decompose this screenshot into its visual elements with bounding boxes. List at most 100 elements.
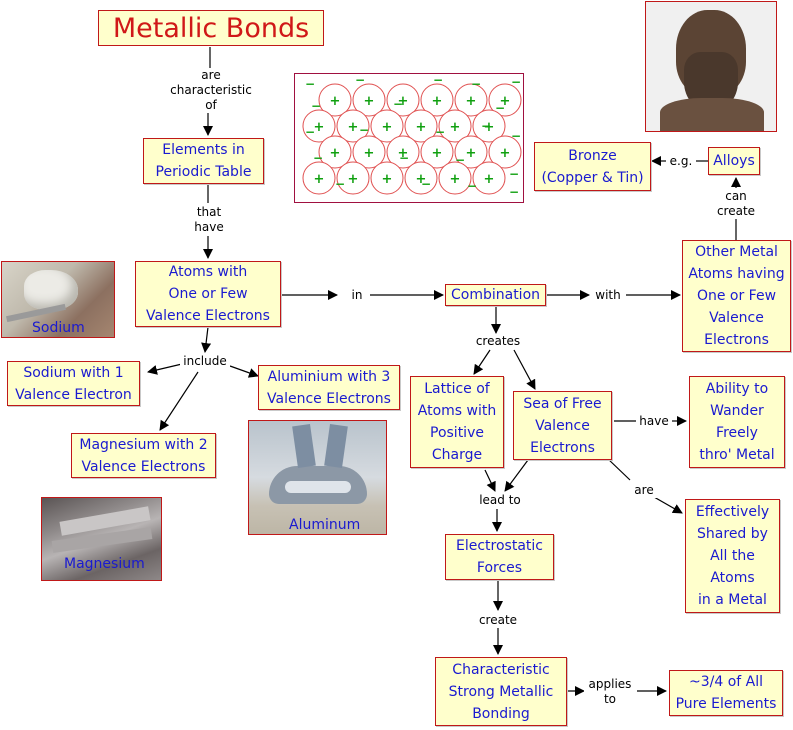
lattice-electron-sign: − — [305, 125, 315, 139]
connector-creates-lattice — [473, 349, 491, 375]
lattice-ion — [472, 109, 506, 143]
link-are: are — [630, 483, 658, 498]
electron-sea-lattice-image: ++++++++++++++++++++++++−−−−−−−−−−−−−−−−… — [294, 73, 524, 203]
lattice-ion — [352, 83, 386, 117]
connector-atoms-include — [201, 326, 212, 353]
node-other-metal-atoms: Other Metal Atoms having One or Few Vale… — [682, 240, 791, 352]
lattice-positive-sign: + — [500, 146, 511, 161]
lattice-electron-sign: − — [393, 97, 403, 111]
lattice-ion — [420, 135, 454, 169]
lattice-positive-sign: + — [398, 94, 409, 109]
lattice-electron-sign: − — [433, 74, 443, 87]
lattice-positive-sign: + — [348, 120, 359, 135]
lattice-positive-sign: + — [348, 172, 359, 187]
lattice-ion — [386, 135, 420, 169]
lattice-ion — [370, 109, 404, 143]
lattice-ion — [438, 109, 472, 143]
lattice-electron-sign: − — [311, 99, 321, 113]
lattice-positive-sign: + — [364, 146, 375, 161]
node-three-quarters-elements: ~3/4 of All Pure Elements — [669, 670, 783, 716]
lattice-electron-sign: − — [355, 74, 365, 87]
connector-are-shared — [653, 496, 683, 514]
lattice-ion — [386, 83, 420, 117]
magnesium-photo: Magnesium — [41, 497, 162, 581]
lattice-positive-sign: + — [416, 172, 427, 187]
node-ability-to-wander: Ability to Wander Freely thro' Metal — [689, 376, 785, 468]
aluminum-caption: Aluminum — [289, 517, 361, 533]
node-aluminium-3-valence: Aluminium with 3 Valence Electrons — [258, 365, 400, 410]
node-sodium-1-valence: Sodium with 1 Valence Electron — [7, 361, 140, 406]
node-magnesium-2-valence: Magnesium with 2 Valence Electrons — [71, 433, 216, 478]
link-in: in — [344, 288, 370, 303]
link-can-create: can create — [712, 189, 760, 219]
lattice-ion — [438, 161, 472, 195]
lattice-ion — [404, 161, 438, 195]
lattice-positive-sign: + — [432, 94, 443, 109]
lattice-electron-sign: − — [399, 151, 409, 165]
lattice-positive-sign: + — [416, 120, 427, 135]
lattice-positive-sign: + — [450, 120, 461, 135]
magnesium-caption: Magnesium — [64, 556, 145, 572]
lattice-ion — [370, 161, 404, 195]
connector-creates-sea — [513, 349, 536, 390]
node-electrostatic-forces: Electrostatic Forces — [445, 534, 554, 580]
lattice-svg: ++++++++++++++++++++++++−−−−−−−−−−−−−−−−… — [302, 73, 522, 199]
lattice-positive-sign: + — [450, 172, 461, 187]
lattice-ion — [488, 135, 522, 169]
node-combination: Combination — [445, 284, 546, 306]
lattice-ion — [472, 161, 506, 195]
lattice-ion — [420, 83, 454, 117]
lattice-ion — [302, 109, 336, 143]
lattice-electron-sign: − — [511, 129, 521, 143]
link-are-characteristic-of: are characteristic of — [168, 68, 254, 113]
lattice-ion — [336, 109, 370, 143]
lattice-electron-sign: − — [435, 125, 445, 139]
lattice-ion — [352, 135, 386, 169]
lattice-positive-sign: + — [466, 94, 477, 109]
lattice-ion — [318, 135, 352, 169]
lattice-ion — [302, 161, 336, 195]
lattice-ion — [318, 83, 352, 117]
lattice-ion — [404, 109, 438, 143]
link-creates: creates — [470, 334, 526, 349]
bronze-statue-photo — [645, 1, 777, 132]
lattice-electron-sign: − — [511, 75, 521, 89]
connector-include-aluminium — [229, 365, 259, 378]
lattice-electron-sign: − — [481, 119, 491, 133]
lattice-positive-sign: + — [398, 146, 409, 161]
link-eg: e.g. — [666, 154, 696, 169]
lattice-positive-sign: + — [432, 146, 443, 161]
lattice-positive-sign: + — [314, 120, 325, 135]
node-sea-free-electrons: Sea of Free Valence Electrons — [513, 391, 612, 460]
link-with: with — [590, 288, 626, 303]
lattice-electron-sign: − — [471, 77, 481, 91]
lattice-electron-sign: − — [313, 151, 323, 165]
node-atoms-few-valence: Atoms with One or Few Valence Electrons — [135, 261, 281, 327]
lattice-electron-sign: − — [305, 77, 315, 91]
sodium-caption: Sodium — [32, 320, 85, 336]
node-effectively-shared: Effectively Shared by All the Atoms in a… — [685, 499, 780, 613]
connector-include-sodium — [147, 363, 183, 375]
link-applies-to: applies to — [584, 677, 636, 707]
node-characteristic-bonding: Characteristic Strong Metallic Bonding — [435, 657, 567, 726]
lattice-electron-sign: − — [495, 101, 505, 115]
connector-include-magnesium — [159, 371, 199, 431]
sodium-photo: Sodium — [1, 261, 115, 338]
lattice-electron-sign: − — [467, 179, 477, 193]
connector-sea-leadto — [504, 459, 529, 492]
lattice-positive-sign: + — [484, 120, 495, 135]
link-create: create — [474, 613, 522, 628]
connector-sea-are — [606, 457, 631, 481]
node-alloys: Alloys — [708, 147, 760, 175]
node-elements-periodic-table: Elements in Periodic Table — [143, 138, 264, 184]
lattice-positive-sign: + — [484, 172, 495, 187]
lattice-positive-sign: + — [314, 172, 325, 187]
lattice-ion — [336, 161, 370, 195]
lattice-positive-sign: + — [466, 146, 477, 161]
node-lattice-positive: Lattice of Atoms with Positive Charge — [410, 376, 504, 468]
lattice-positive-sign: + — [382, 120, 393, 135]
link-lead-to: lead to — [474, 493, 526, 508]
lattice-electron-sign: − — [359, 123, 369, 137]
lattice-positive-sign: + — [382, 172, 393, 187]
